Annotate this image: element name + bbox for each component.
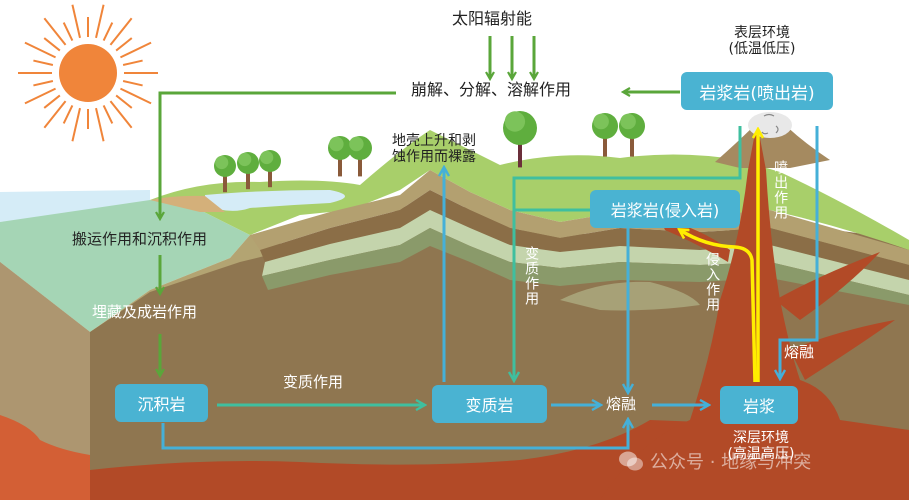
sea — [0, 190, 150, 222]
melting-center-label: 熔融 — [606, 395, 637, 413]
sun-ray — [120, 87, 152, 105]
stratum-lens — [560, 281, 700, 311]
uplift-erosion-label: 地壳上升和剥 蚀作用而裸露 — [392, 133, 476, 165]
deep-environment-line1: 深层环境 — [733, 430, 789, 446]
extrusive-to-metamorphic-arrow — [514, 126, 742, 380]
sun-ray — [102, 105, 114, 124]
sedimentary-rock-box[interactable]: 沉积岩 — [115, 384, 208, 422]
magma-paths — [680, 130, 758, 383]
sun-ray — [102, 22, 114, 41]
sun-ray — [120, 41, 152, 59]
weathering-label: 崩解、分解、溶解作用 — [411, 80, 572, 99]
tree-icon — [259, 150, 281, 188]
magma-branch-right-low — [790, 320, 895, 380]
sun-ray — [115, 94, 133, 109]
surface-environment-line1: 表层环境 — [734, 25, 790, 41]
tree-icon — [592, 113, 618, 157]
melting-arrows — [161, 126, 819, 450]
metamorphism-label: 变质作用 — [283, 373, 344, 391]
weathering-to-transport-arrow — [160, 91, 396, 218]
eruption-label: 喷出作用 — [772, 160, 789, 220]
sun-ray — [62, 22, 74, 41]
sun-ray — [62, 105, 74, 124]
intrusive-rock-box[interactable]: 岩浆岩(侵入岩) — [590, 190, 740, 228]
sun-icon — [18, 4, 158, 142]
tree-icon — [214, 155, 236, 193]
extrusive-rock-box[interactable]: 岩浆岩(喷出岩) — [681, 72, 833, 110]
deep-environment-line2: (高温高压) — [727, 446, 795, 463]
intrusion-path-arrow — [680, 230, 757, 383]
sun-ray — [24, 87, 56, 105]
stratum-olive — [262, 228, 909, 305]
stratum-pale — [262, 210, 909, 295]
stratum-brown — [260, 190, 909, 280]
magma-box[interactable]: 岩浆 — [720, 386, 798, 424]
extrusive-to-melting-arrow — [780, 126, 819, 378]
surface-environment-label: 表层环境 (低温低压) — [712, 25, 812, 57]
wechat-icon — [618, 450, 644, 472]
sun-ray — [33, 80, 54, 87]
smoke-cloud-icon — [748, 112, 792, 138]
intrusion-label: 侵入作用 — [704, 252, 721, 312]
sun-ray — [109, 17, 133, 46]
tree-icon — [503, 111, 537, 168]
tree-icon — [237, 152, 259, 190]
sun-ray — [95, 4, 105, 39]
sun-ray — [115, 37, 133, 52]
weathering-arrows — [160, 36, 680, 375]
sun-ray — [95, 107, 105, 142]
uplift-line1: 地壳上升和剥 — [392, 133, 476, 149]
burial-diagenesis-label: 埋藏及成岩作用 — [92, 303, 198, 321]
surface-environment-line2: (低温低压) — [728, 41, 796, 58]
sun-ray — [109, 100, 133, 129]
melting-right-label: 熔融 — [784, 343, 815, 361]
stratum-tan — [250, 170, 909, 265]
solar-energy-label: 太阳辐射能 — [452, 9, 533, 28]
volcano-cone — [715, 120, 830, 168]
uplift-line2: 蚀作用而裸露 — [392, 149, 476, 166]
sun-ray — [122, 59, 143, 66]
tree-icon — [348, 136, 372, 177]
sedimentary-to-melting-arrow — [161, 420, 628, 450]
sun-ray — [43, 100, 67, 129]
sun-ray — [33, 59, 54, 66]
sun-ray — [24, 41, 56, 59]
watermark-text: 公众号 · 地缘与冲突 — [650, 452, 812, 473]
deep-environment-label: 深层环境 (高温高压) — [716, 430, 806, 462]
sun-ray — [71, 4, 81, 39]
sun-ray — [43, 17, 67, 46]
metamorphism-vertical-label: 变质作用 — [523, 246, 540, 306]
watermark: 公众号 · 地缘与冲突 — [618, 448, 811, 474]
sun-ray — [71, 107, 81, 142]
sun-ray — [43, 37, 61, 52]
transport-deposition-label: 搬运作用和沉积作用 — [72, 230, 208, 248]
metamorphic-rock-box[interactable]: 变质岩 — [432, 385, 547, 423]
magma-branch-right — [775, 252, 880, 320]
sea-floor — [0, 200, 250, 332]
sun-ray — [122, 80, 143, 87]
sun-ray — [43, 94, 61, 109]
tree-icon — [328, 136, 352, 177]
tree-icon — [619, 113, 645, 157]
metamorphism-arrows — [217, 126, 742, 405]
trees-left — [214, 111, 645, 193]
lake — [205, 190, 345, 211]
